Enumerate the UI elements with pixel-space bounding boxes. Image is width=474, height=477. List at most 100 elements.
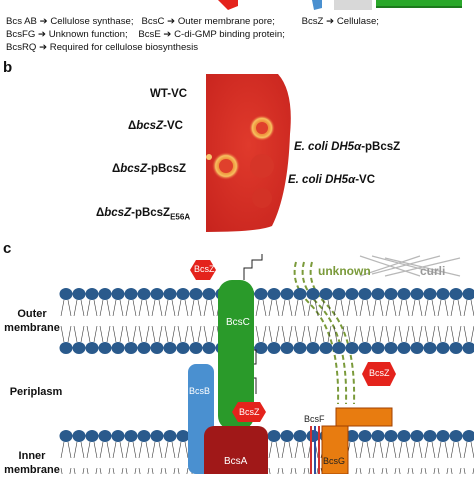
lipid-head [385,430,398,442]
lipid-tail [399,326,409,342]
lipid-tail [87,468,97,474]
label-outer-membrane: Outer membrane [2,307,62,335]
lipid-head [255,288,268,300]
arrow-icon: ➔ [38,29,46,40]
lipid-tail [412,326,422,342]
label-inner-membrane: Inner membrane [2,449,62,477]
lipid-head [411,342,424,354]
lipid-head [125,342,138,354]
lipid-tail [412,468,422,474]
lipid-tail [438,468,448,474]
lipid-tail [373,442,383,458]
lipid-head [437,288,450,300]
lipid-head [99,430,112,442]
lipid-tail [269,300,279,316]
lipid-head [385,288,398,300]
legend-bcsab: Bcs AB [6,16,37,27]
lipid-tail [399,442,409,458]
lipid-tail [165,326,175,342]
lipid-tail [282,300,292,316]
lipid-head [294,288,307,300]
lipid-head [203,288,216,300]
lipid-tail [438,326,448,342]
lipid-head [60,342,73,354]
gene-arrow-green [376,0,462,6]
lipid-tail [295,326,305,342]
lipid-tail [347,300,357,316]
lipid-tail [61,442,71,458]
lipid-tail [113,468,123,474]
lipid-tail [386,442,396,458]
lipid-tail [308,468,318,474]
curli-label: curli [420,264,445,278]
bcsf-label: BcsF [304,414,325,424]
lipid-head [424,288,437,300]
lipid-head [437,430,450,442]
unknown-label: unknown [318,264,371,278]
lipid-head [190,342,203,354]
lipid-head [268,288,281,300]
lipid-tail [256,326,266,342]
lipid-tail [152,468,162,474]
lipid-tail [464,468,474,474]
lipid-head [177,430,190,442]
legend-bcsab-desc: Cellulose synthase; [50,16,133,27]
lipid-head [320,342,333,354]
label-ecoli-pbcsz: E. coli DH5α-pBcsZ [294,141,400,153]
lipid-tail [61,468,71,474]
colony-ecoli-pbcsz [250,154,274,178]
lipid-head [190,288,203,300]
lipid-head [398,342,411,354]
bcsg-label: BcsG [323,456,345,466]
lipid-tail [139,442,149,458]
lipid-tail [113,300,123,316]
lipid-tail [269,442,279,458]
lipid-tail [74,300,84,316]
lipid-tail [165,468,175,474]
agar-plate [0,74,474,254]
label-periplasm: Periplasm [4,386,68,398]
lipid-head [99,342,112,354]
lipid-head [268,342,281,354]
lipid-tail [139,468,149,474]
bcsc-label: BcsC [226,317,250,328]
bcsz-top-label: BcsZ [194,264,215,274]
lipid-head [86,288,99,300]
legend-bcsfg: BcsFG [6,29,35,40]
lipid-head [60,430,73,442]
arrow-icon: ➔ [167,16,175,27]
lipid-head [99,288,112,300]
lipid-head [268,430,281,442]
lipid-tail [451,442,461,458]
lipid-tail [113,442,123,458]
legend-line-3: BcsRQ ➔ Required for cellulose biosynthe… [6,42,198,54]
lipid-tail [87,442,97,458]
label-ecoli-vc: E. coli DH5α-VC [288,174,375,186]
lipid-tail [360,468,370,474]
lipid-tail [256,300,266,316]
lipid-head [320,288,333,300]
lipid-tail [360,300,370,316]
lipid-tail [87,326,97,342]
lipid-head [450,430,463,442]
label-delta-bcsz-e56a: ΔbcsZ-pBcsZE56A [96,207,190,221]
lipid-head [60,288,73,300]
lipid-head [164,430,177,442]
lipid-head [450,342,463,354]
arrow-icon: ➔ [326,16,334,27]
lipid-tail [165,300,175,316]
lipid-tail [165,442,175,458]
lipid-head [281,342,294,354]
lipid-head [463,288,474,300]
lipid-tail [451,300,461,316]
lipid-head [372,288,385,300]
lipid-tail [126,300,136,316]
lipid-head [73,342,86,354]
lipid-head [372,342,385,354]
lipid-tail [152,326,162,342]
lipid-tail [438,442,448,458]
bcsz-mid-label: BcsZ [239,407,260,417]
lipid-head [346,342,359,354]
lipid-tail [425,468,435,474]
lipid-head [398,430,411,442]
